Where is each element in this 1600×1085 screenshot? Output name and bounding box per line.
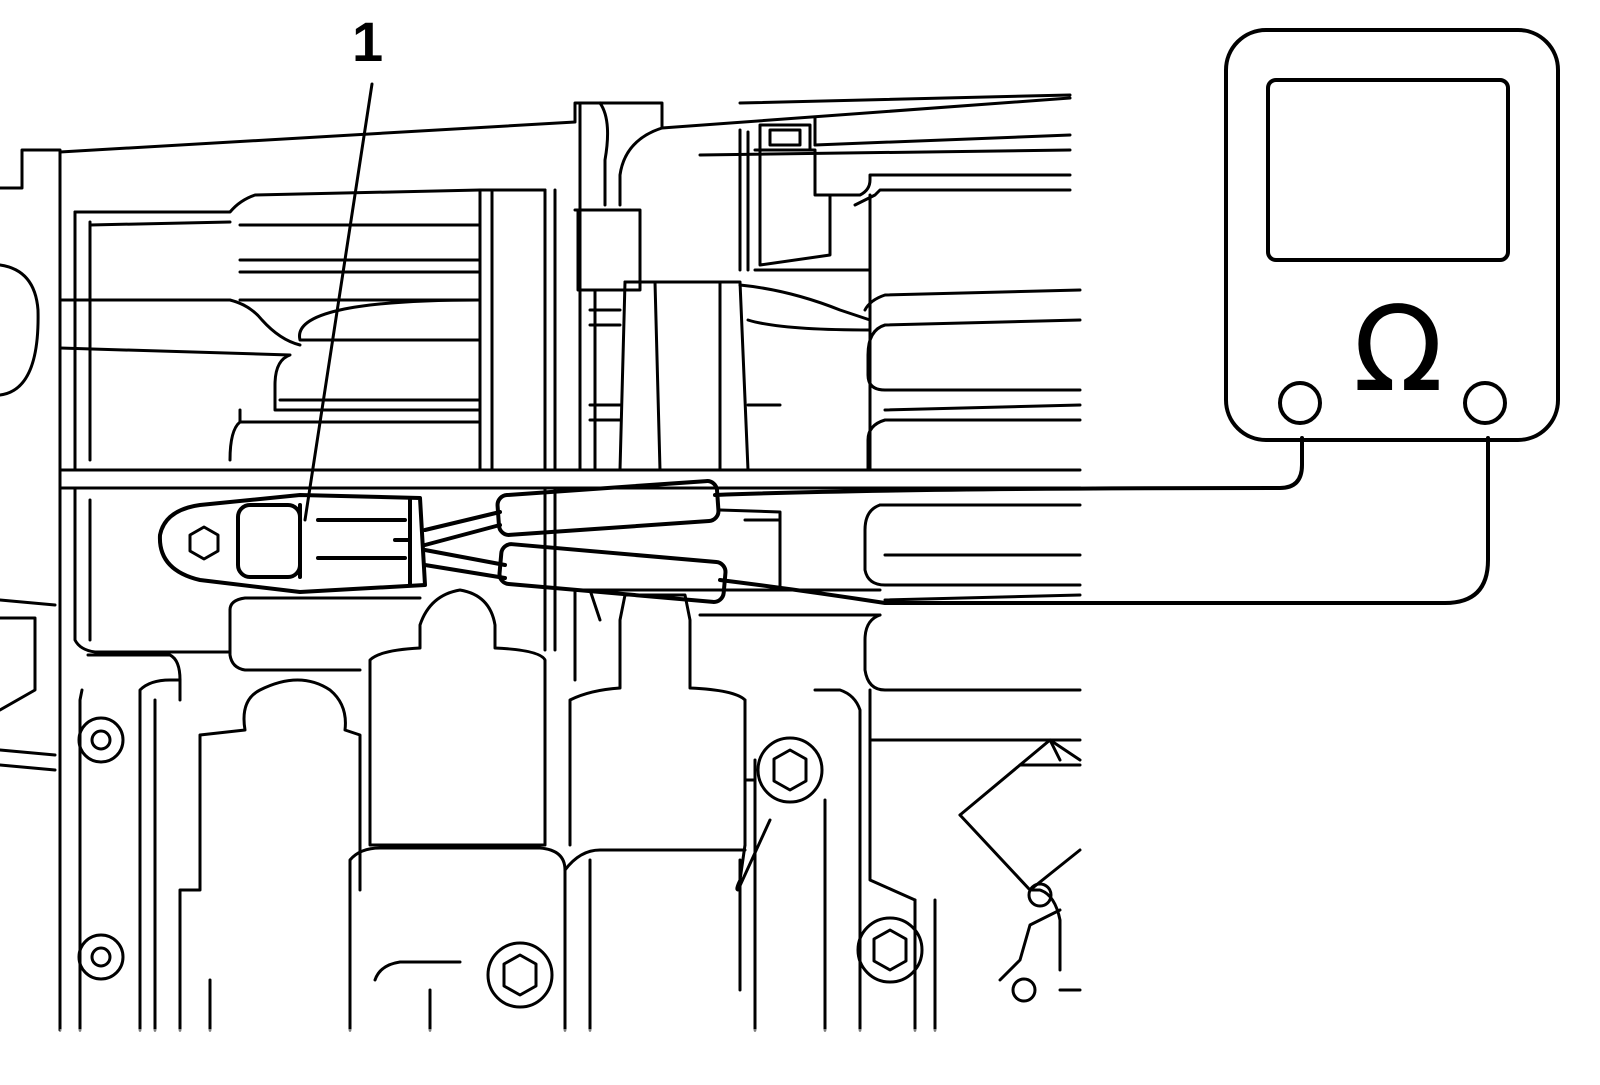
housing-frame (0, 93, 1072, 1032)
callout-number-1: 1 (352, 10, 384, 73)
meter-leads (713, 436, 1490, 605)
lower-components (59, 588, 1082, 1032)
meter-jack-left (1278, 381, 1322, 425)
lower-channels (73, 486, 1082, 742)
callout-leader-1 (303, 82, 374, 522)
ohm-symbol-icon: Ω (1353, 280, 1444, 418)
ohmmeter (1224, 28, 1560, 442)
meter-jack-right (1463, 381, 1507, 425)
bolts (77, 716, 1053, 1009)
upper-channels (58, 101, 1082, 490)
sensor-connector (157, 493, 427, 594)
test-probes (423, 479, 728, 604)
